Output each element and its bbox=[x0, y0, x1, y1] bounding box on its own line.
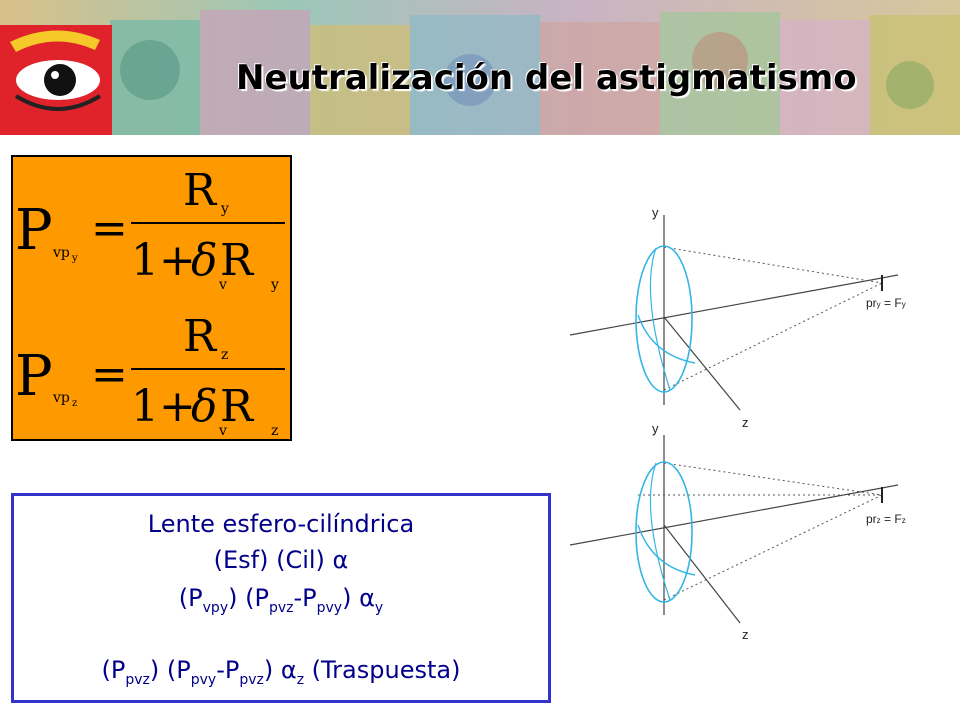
eq1-den-sub-axis: y bbox=[270, 277, 279, 293]
bottom-focal-label: prz = Fz bbox=[866, 512, 906, 526]
formula-box: P vp y = R y 1+ δ R v y P vp z = R z 1+ … bbox=[11, 155, 292, 441]
top-lens-meridian-2 bbox=[649, 247, 671, 391]
bottom-lens-meridian bbox=[637, 524, 696, 576]
bottom-axis-z-line bbox=[663, 524, 741, 624]
eq2-den-sub-axis: z bbox=[271, 423, 278, 439]
eq1-den-sub-v: v bbox=[218, 277, 227, 293]
eq2-den-sub-v: v bbox=[218, 423, 227, 439]
eq2-num-R: R bbox=[183, 311, 218, 362]
eq1-lhs-sub-v: vp bbox=[52, 245, 70, 261]
top-ray-upper bbox=[663, 246, 883, 284]
bottom-ray-lower bbox=[663, 494, 883, 601]
eq2-den-one-plus: 1+ bbox=[131, 381, 196, 432]
top-lens-meridian bbox=[637, 314, 696, 364]
bottom-axis-y-label: y bbox=[652, 421, 659, 436]
top-axis-z-label: z bbox=[742, 415, 749, 430]
bottom-optical-axis bbox=[569, 484, 899, 546]
top-optical-axis bbox=[569, 274, 899, 336]
eq1-num-R: R bbox=[183, 165, 218, 216]
eq1-den-one-plus: 1+ bbox=[131, 235, 196, 286]
eq2-equals: = bbox=[91, 349, 128, 400]
eq1-den-R: R bbox=[220, 235, 255, 286]
banner-artwork bbox=[0, 0, 960, 135]
eq2-lhs-sub-axis: z bbox=[72, 398, 77, 409]
lens-description-box: Lente esfero-cilíndrica (Esf) (Cil) α (P… bbox=[11, 493, 551, 703]
top-focal-label: pry = Fy bbox=[866, 296, 906, 310]
bottom-lens-meridian-2 bbox=[649, 462, 671, 601]
eq1-den-delta: δ bbox=[191, 235, 218, 286]
eq2-lhs-sub-v: vp bbox=[52, 390, 70, 406]
eq1-lhs-sub-axis: y bbox=[71, 253, 78, 264]
lens-esf-cil: (Esf) (Cil) α bbox=[213, 546, 349, 574]
bottom-ray-upper bbox=[663, 462, 883, 496]
eq2-lhs-symbol: P bbox=[15, 344, 53, 409]
diagram-top: y z pry = Fy bbox=[569, 205, 906, 430]
eq2-num-sub: z bbox=[221, 347, 228, 363]
eq1-num-sub: y bbox=[220, 201, 229, 217]
header-banner: Neutralización del astigmatismo bbox=[0, 0, 960, 135]
page-title: Neutralización del astigmatismo bbox=[236, 58, 857, 98]
top-ray-lower bbox=[663, 282, 883, 391]
lens-powers-z-transposed: (Ppvz) (Ppvy-Ppvz) αz (Traspuesta) bbox=[101, 656, 461, 688]
eq1-equals: = bbox=[91, 203, 128, 254]
eq1-lhs-symbol: P bbox=[15, 198, 53, 263]
bottom-lens-outline bbox=[635, 461, 693, 603]
bottom-axis-z-label: z bbox=[742, 627, 749, 642]
top-axis-z-line bbox=[663, 316, 741, 411]
lens-title: Lente esfero-cilíndrica bbox=[147, 510, 415, 538]
diagram-bottom: y z prz = Fz bbox=[569, 421, 906, 642]
top-lens-outline bbox=[635, 245, 693, 393]
eq2-den-delta: δ bbox=[191, 381, 218, 432]
astigmatism-diagram: y z pry = Fy y z prz = Fz bbox=[569, 205, 906, 642]
formula-svg: P vp y = R y 1+ δ R v y P vp z = R z 1+ … bbox=[15, 165, 285, 439]
eq2-den-R: R bbox=[220, 381, 255, 432]
top-axis-y-label: y bbox=[652, 205, 659, 220]
lens-powers-y: (Pvpy) (Ppvz-Ppvy) αy bbox=[178, 584, 384, 616]
